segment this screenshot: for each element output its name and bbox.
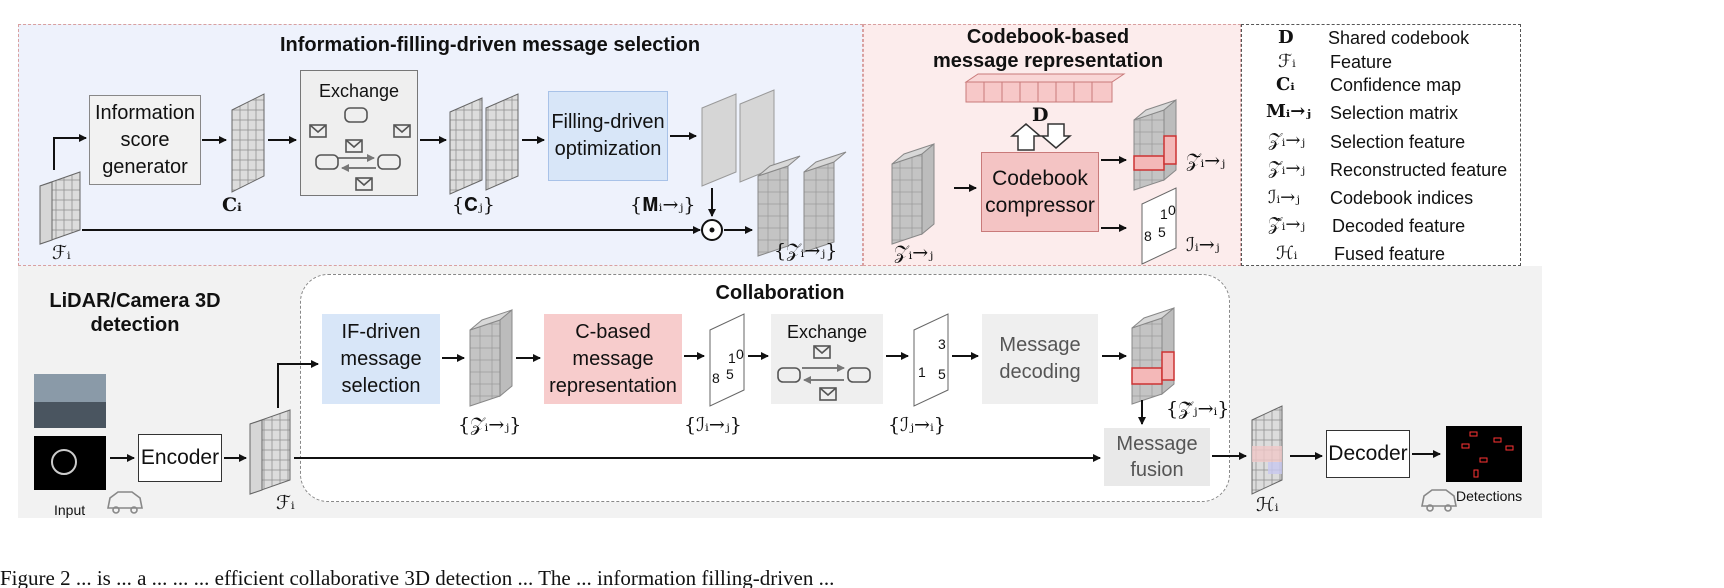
grid1-digit-8: 8 [712, 370, 720, 386]
grid-digit-8: 8 [1144, 228, 1152, 244]
information-score-generator: Information score generator [89, 95, 201, 185]
legend-symbol-6: ℐᵢ→ⱼ [1268, 187, 1300, 208]
exchange-label-top: Exchange [318, 81, 400, 101]
label-zbar: 𝒵̄ᵢ→ⱼ [1186, 150, 1226, 172]
confidence-map-cj-2 [485, 93, 519, 191]
legend-symbol-3: 𝐌ᵢ→ⱼ [1266, 101, 1311, 122]
indices-grid-bottom-2 [913, 313, 949, 407]
indices-grid-bottom-1 [709, 313, 745, 407]
legend-text-7: Decoded feature [1332, 216, 1466, 236]
feature-map-bottom [249, 409, 291, 495]
detections-image [1446, 426, 1522, 482]
c-based-message-representation: C-based message representation [544, 314, 682, 404]
selection-matrix-1 [701, 93, 737, 187]
input-label: Input [54, 502, 86, 518]
selection-feature-z-bottom [469, 308, 513, 407]
label-indices: ℐᵢ→ⱼ [1186, 234, 1220, 256]
grid2-digit-3: 3 [938, 336, 946, 352]
legend-symbol-1: ℱᵢ [1278, 51, 1296, 72]
grid2-digit-1: 1 [918, 364, 926, 380]
codebook-indices-grid [1141, 187, 1177, 265]
decoded-feature-cube [1131, 306, 1175, 405]
legend-panel [1241, 24, 1521, 266]
label-zhat-bottom: {𝒵̂ⱼ→ᵢ} [1166, 398, 1230, 420]
fused-feature-h [1251, 405, 1283, 495]
legend-symbol-7: 𝒵̂ᵢ→ⱼ [1268, 214, 1306, 235]
legend-symbol-0: 𝐃 [1278, 27, 1294, 48]
legend-symbol-4: 𝒵ᵢ→ⱼ [1268, 130, 1306, 151]
collaboration-title: Collaboration [715, 282, 845, 304]
selection-feature-z-mid [891, 142, 935, 245]
arrow-f-to-score [53, 134, 87, 170]
confidence-map-cj-1 [449, 97, 483, 195]
lidar-image [34, 436, 106, 490]
legend-text-3: Selection matrix [1330, 103, 1459, 123]
figure-caption: Figure 2 ... is ... a ... ... ... effici… [0, 566, 835, 588]
grid2-digit-5: 5 [938, 366, 946, 382]
message-decoding: Message decoding [982, 314, 1098, 404]
message-fusion: Message fusion [1104, 428, 1210, 486]
if-driven-message-selection: IF-driven message selection [322, 314, 440, 404]
decoder: Decoder [1326, 430, 1410, 478]
grid1-digit-1: 1 [728, 350, 736, 366]
reconstructed-feature-cube [1133, 98, 1177, 191]
legend-text-4: Selection feature [1330, 132, 1466, 152]
exchange-box-bottom: Exchange [771, 314, 883, 404]
label-m: {𝐌ᵢ→ⱼ} [630, 194, 696, 216]
legend-text-1: Feature [1330, 52, 1393, 72]
legend-symbol-8: ℋᵢ [1276, 243, 1298, 264]
feature-map-top [39, 171, 81, 245]
label-iji-bottom: {ℐⱼ→ᵢ} [888, 414, 946, 436]
car-icon-detections [1421, 489, 1457, 512]
top-left-title: Information-filling-driven message selec… [279, 34, 701, 56]
legend-text-5: Reconstructed feature [1330, 160, 1508, 180]
detections-label: Detections [1456, 488, 1523, 504]
bottom-title-line2: detection [90, 314, 180, 336]
legend-symbol-2: 𝐂ᵢ [1276, 74, 1295, 95]
legend-text-0: Shared codebook [1328, 28, 1470, 48]
label-z-top: {𝒵ᵢ→ⱼ} [774, 240, 838, 262]
legend-text-6: Codebook indices [1330, 188, 1474, 208]
exchange-icons-top [309, 107, 411, 191]
legend-text-2: Confidence map [1330, 75, 1462, 95]
arrow-f-to-if [277, 360, 319, 408]
label-z-bottom: {𝒵ᵢ→ⱼ} [458, 414, 522, 436]
legend-text-8: Fused feature [1334, 244, 1446, 264]
label-z-in: 𝒵ᵢ→ⱼ [894, 242, 934, 264]
selection-feature-z-top [757, 151, 847, 257]
filling-driven-optimization: Filling-driven optimization [548, 91, 668, 181]
label-f-bottom: ℱᵢ [276, 492, 295, 514]
arrow-up-compressor [1009, 123, 1043, 151]
bottom-title-line1: LiDAR/Camera 3D [49, 290, 221, 312]
label-h-bottom: ℋᵢ [1256, 494, 1279, 516]
car-icon-input [107, 491, 143, 514]
grid1-digit-0: 0 [736, 346, 744, 362]
arrow-down-compressor [1039, 123, 1073, 149]
label-ci: 𝐂ᵢ [222, 194, 242, 216]
top-mid-title-line2: message representation [932, 50, 1164, 72]
grid-digit-0: 0 [1168, 202, 1176, 218]
exchange-icons-bottom [777, 345, 871, 401]
label-f-top: ℱᵢ [52, 242, 71, 264]
legend-symbol-5: 𝒵̄ᵢ→ⱼ [1268, 158, 1306, 179]
top-mid-title-line1: Codebook-based [966, 26, 1130, 48]
label-i-bottom: {ℐᵢ→ⱼ} [684, 414, 742, 436]
grid1-digit-5: 5 [726, 366, 734, 382]
label-cj: {𝐂ⱼ} [452, 194, 495, 216]
grid-digit-5: 5 [1158, 224, 1166, 240]
confidence-map-ci [231, 93, 265, 193]
exchange-box-top: Exchange [300, 70, 418, 196]
encoder: Encoder [138, 434, 222, 482]
label-d: 𝐃 [1032, 104, 1049, 126]
codebook-strip [964, 73, 1126, 103]
exchange-label-bottom: Exchange [786, 322, 868, 342]
grid-digit-1: 1 [1160, 206, 1168, 222]
codebook-compressor: Codebook compressor [981, 152, 1099, 232]
